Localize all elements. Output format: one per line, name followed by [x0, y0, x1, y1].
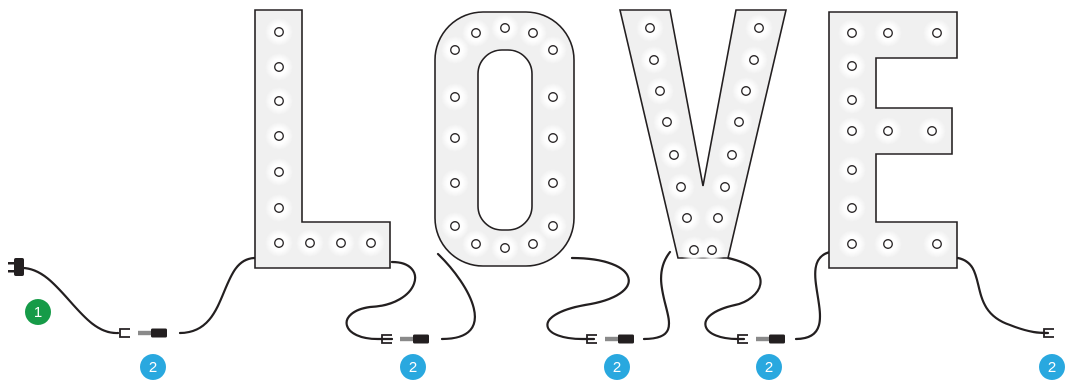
bulb-icon	[539, 169, 567, 197]
bulb-icon	[874, 230, 902, 258]
bulb-icon	[740, 46, 768, 74]
bulb-icon	[874, 19, 902, 47]
letter-o	[434, 11, 575, 267]
badge-label: 2	[409, 359, 417, 376]
bulb-icon	[673, 204, 701, 232]
cable-o-to-v-b	[642, 250, 672, 341]
power-plug-icon	[8, 258, 24, 276]
bulb-icon	[441, 83, 469, 111]
badge-label: 2	[1048, 359, 1056, 376]
cables	[20, 250, 1050, 341]
bulb-icon	[718, 141, 746, 169]
bulb-icon	[653, 108, 681, 136]
bulb-icon	[838, 194, 866, 222]
badge-step-2: 2	[140, 354, 166, 380]
bulb-icon	[646, 77, 674, 105]
bulb-icon	[698, 236, 726, 264]
bulb-icon	[838, 19, 866, 47]
bulb-icon	[838, 86, 866, 114]
badge-step-2: 2	[1039, 354, 1065, 380]
bulb-icon	[838, 52, 866, 80]
bulb-icon	[660, 141, 688, 169]
badge-step-2: 2	[604, 354, 630, 380]
cable-l-to-o-b	[436, 252, 476, 341]
bulb-icon	[441, 169, 469, 197]
bulb-icon	[357, 229, 385, 257]
bulb-icon	[462, 230, 490, 258]
cable-v-to-e-b	[794, 250, 832, 341]
bulb-icon	[732, 77, 760, 105]
bulb-icon	[874, 117, 902, 145]
cable-l-to-o	[345, 260, 417, 341]
badge-label: 2	[765, 359, 773, 376]
bulb-icon	[265, 18, 293, 46]
letter-v	[618, 9, 788, 259]
bulb-icon	[838, 230, 866, 258]
bulb-icon	[519, 19, 547, 47]
bulbs	[265, 14, 951, 264]
bulb-icon	[704, 204, 732, 232]
bulb-icon	[265, 122, 293, 150]
bulb-icon	[491, 14, 519, 42]
bulb-icon	[838, 156, 866, 184]
cable-e-out	[956, 256, 1050, 335]
badge-step-1: 1	[25, 299, 51, 325]
bulb-icon	[923, 230, 951, 258]
bulb-icon	[923, 19, 951, 47]
bulb-icon	[441, 36, 469, 64]
bulb-icon	[640, 46, 668, 74]
bulb-icon	[296, 229, 324, 257]
bulb-icon	[636, 14, 664, 42]
bulb-icon	[519, 230, 547, 258]
bulb-icon	[539, 124, 567, 152]
bulb-icon	[327, 229, 355, 257]
cable-connector-icon	[1043, 328, 1054, 338]
bulb-icon	[539, 212, 567, 240]
bulb-icon	[838, 117, 866, 145]
bulb-icon	[441, 212, 469, 240]
cable-connector-icon	[737, 334, 785, 344]
badge-label: 1	[34, 304, 42, 321]
bulb-icon	[667, 173, 695, 201]
badge-label: 2	[613, 359, 621, 376]
bulb-icon	[265, 53, 293, 81]
cable-l-out	[178, 256, 256, 335]
badge-step-2: 2	[400, 354, 426, 380]
bulb-icon	[725, 108, 753, 136]
bulb-icon	[265, 229, 293, 257]
badge-step-2: 2	[756, 354, 782, 380]
bulb-icon	[711, 173, 739, 201]
bulb-icon	[462, 19, 490, 47]
bulb-icon	[265, 87, 293, 115]
cable-connector-icon	[586, 334, 634, 344]
badges: 1 2 2 2 2 2	[25, 299, 1065, 380]
bulb-icon	[539, 36, 567, 64]
cable-plug-to-l	[20, 266, 120, 335]
bulb-icon	[265, 158, 293, 186]
cable-connector-icon	[119, 328, 167, 338]
badge-label: 2	[149, 359, 157, 376]
bulb-icon	[918, 117, 946, 145]
bulb-icon	[491, 234, 519, 262]
bulb-icon	[265, 194, 293, 222]
bulb-icon	[539, 83, 567, 111]
cable-o-to-v	[546, 256, 630, 341]
cable-connector-icon	[381, 334, 429, 344]
cable-v-to-e	[704, 256, 762, 341]
connectors	[119, 328, 1054, 344]
bulb-icon	[441, 124, 469, 152]
bulb-icon	[745, 14, 773, 42]
